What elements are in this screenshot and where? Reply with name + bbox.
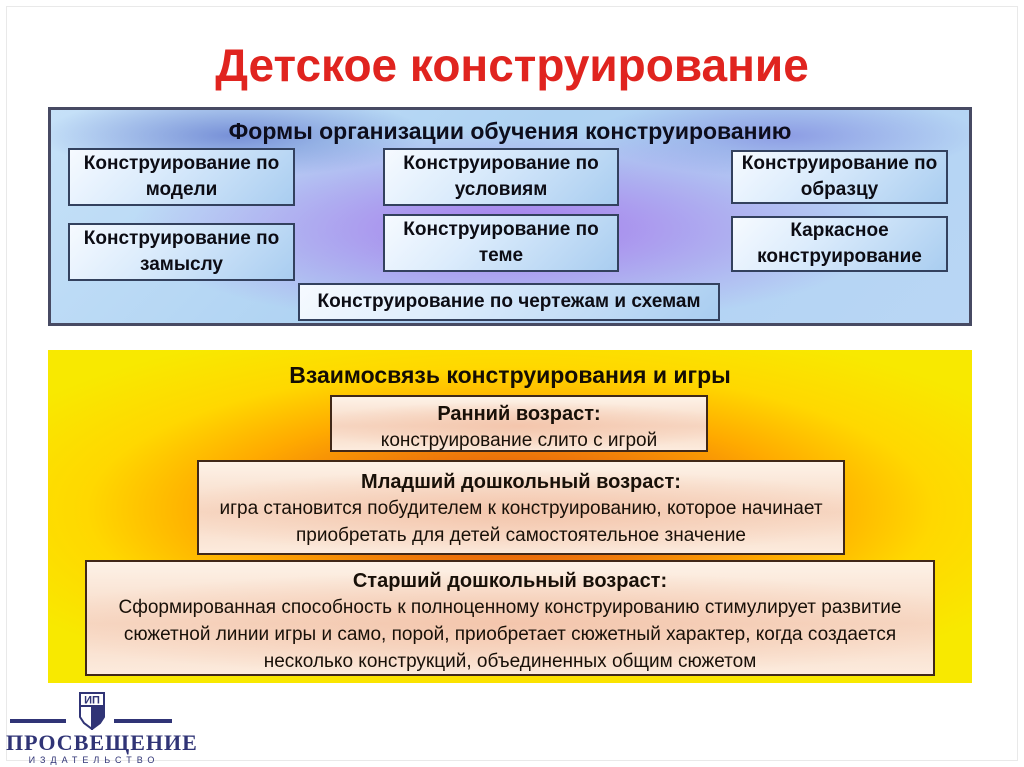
- form-box-by-conditions: Конструирование по условиям: [383, 148, 619, 206]
- publisher-name: ПРОСВЕЩЕНИЕ: [6, 730, 198, 755]
- forms-panel: Формы организации обучения конструирован…: [48, 107, 972, 326]
- age-box-junior: Младший дошкольный возраст: игра станови…: [197, 460, 845, 555]
- logo-rule-left: [10, 719, 66, 723]
- play-panel: Взаимосвязь конструирования и игры Ранни…: [48, 350, 972, 683]
- logo-rule-right: [114, 719, 172, 723]
- age-box-early: Ранний возраст: конструирование слито с …: [330, 395, 708, 452]
- forms-panel-header: Формы организации обучения конструирован…: [228, 118, 792, 144]
- form-box-frame: Каркасное конструирование: [731, 216, 948, 272]
- form-box-by-idea: Конструирование по замыслу: [68, 223, 295, 281]
- publisher-logo: ИП ПРОСВЕЩЕНИЕ ИЗДАТЕЛЬСТВО: [6, 692, 198, 765]
- age-box-senior-body: Сформированная способность к полноценном…: [118, 597, 902, 672]
- form-box-by-model: Конструирование по модели: [68, 148, 295, 206]
- form-box-by-sample: Конструирование по образцу: [731, 150, 948, 204]
- age-box-early-body: конструирование слито с игрой: [380, 430, 658, 451]
- svg-text:ИП: ИП: [84, 695, 100, 707]
- publisher-subtitle: ИЗДАТЕЛЬСТВО: [28, 755, 160, 765]
- age-box-junior-body: игра становится побудителем к конструиро…: [219, 498, 823, 546]
- age-box-junior-title: Младший дошкольный возраст:: [361, 471, 681, 493]
- age-box-early-title: Ранний возраст:: [437, 403, 601, 425]
- slide-title: Детское конструирование: [215, 39, 809, 91]
- form-box-by-theme: Конструирование по теме: [383, 214, 619, 272]
- age-box-senior: Старший дошкольный возраст: Сформированн…: [85, 560, 935, 676]
- form-box-by-drawings: Конструирование по чертежам и схемам: [298, 283, 720, 321]
- age-box-senior-title: Старший дошкольный возраст:: [352, 570, 668, 592]
- play-panel-header: Взаимосвязь конструирования и игры: [289, 362, 731, 388]
- prosveshchenie-emblem-icon: ИП: [79, 692, 105, 730]
